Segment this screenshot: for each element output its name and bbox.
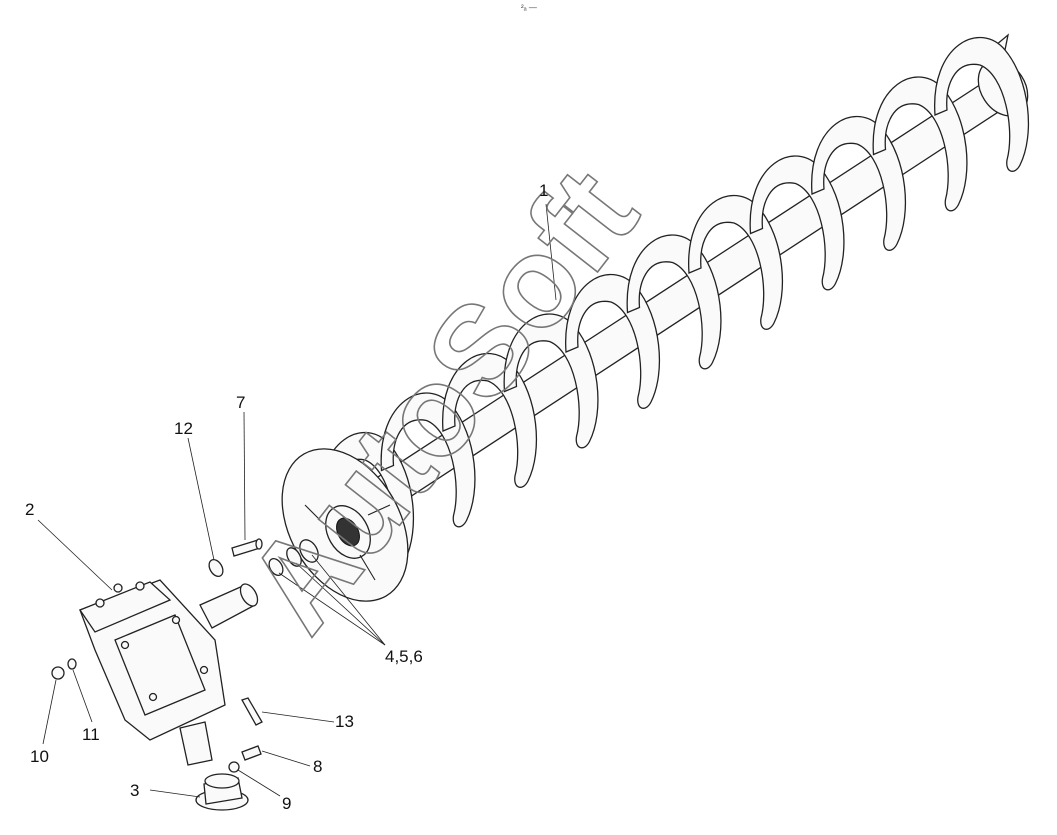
nut-9 [228, 761, 240, 773]
auger-flight-11 [934, 36, 1029, 172]
callout-12: 12 [174, 419, 193, 438]
gearbox [79, 579, 259, 766]
leader-12 [187, 437, 215, 561]
cover-bolt-2 [95, 598, 105, 608]
callout-3: 3 [130, 781, 139, 800]
washer-6 [268, 557, 284, 577]
callout-4-5-6: 4,5,6 [385, 647, 423, 666]
leader-9 [237, 769, 281, 797]
leader-7 [243, 411, 246, 541]
plate-bolt-4 [199, 665, 209, 675]
leader-456-a [311, 554, 386, 646]
leader-10 [42, 679, 57, 745]
gearbox-shaft-coupling [239, 583, 259, 607]
bolt-7 [231, 538, 263, 557]
leader-13 [261, 711, 335, 723]
callout-labels: 1 2 3 4,5,6 7 8 9 10 11 12 13 [25, 181, 548, 813]
leader-2 [37, 519, 113, 591]
leader-11 [72, 669, 93, 723]
callout-10: 10 [30, 747, 49, 766]
gearbox-input-shaft [179, 721, 213, 766]
callout-13: 13 [335, 712, 354, 731]
flange-web-3 [367, 504, 391, 516]
nut-10 [51, 666, 65, 680]
pin-13 [241, 697, 263, 726]
plate-bolt-1 [120, 640, 130, 650]
washer-11 [67, 658, 77, 670]
cover-bolt-3 [135, 581, 145, 591]
leader-lines [37, 203, 557, 798]
bolt-7-head [255, 538, 263, 550]
callout-8: 8 [313, 757, 322, 776]
callout-7: 7 [236, 393, 245, 412]
auger-flights [319, 36, 1029, 567]
leader-456-c [278, 572, 386, 646]
set-screw-8 [241, 745, 262, 761]
leader-456-b [295, 562, 386, 646]
hub-top [204, 773, 240, 789]
flange-web-2 [359, 554, 376, 581]
plate-bolt-3 [171, 615, 181, 625]
cover-bolt-1 [113, 583, 123, 593]
spacer-washers [268, 539, 319, 577]
plate-bolt-2 [148, 692, 158, 702]
drive-flange-hub [195, 773, 249, 811]
gearbox-side-plate [114, 614, 206, 716]
callout-9: 9 [282, 794, 291, 813]
leader-8 [261, 750, 311, 767]
header-mark: ²ₐ ― [521, 3, 537, 12]
washer-12 [208, 558, 224, 578]
leader-3 [149, 789, 201, 798]
auger-assembly [281, 33, 1029, 602]
callout-1: 1 [539, 181, 548, 200]
flange-web-1 [304, 504, 321, 521]
leader-1 [545, 203, 557, 301]
callout-2: 2 [25, 500, 34, 519]
auger-hub-bore [336, 517, 360, 547]
callout-11: 11 [82, 725, 100, 744]
gearbox-top-cover [79, 581, 172, 633]
